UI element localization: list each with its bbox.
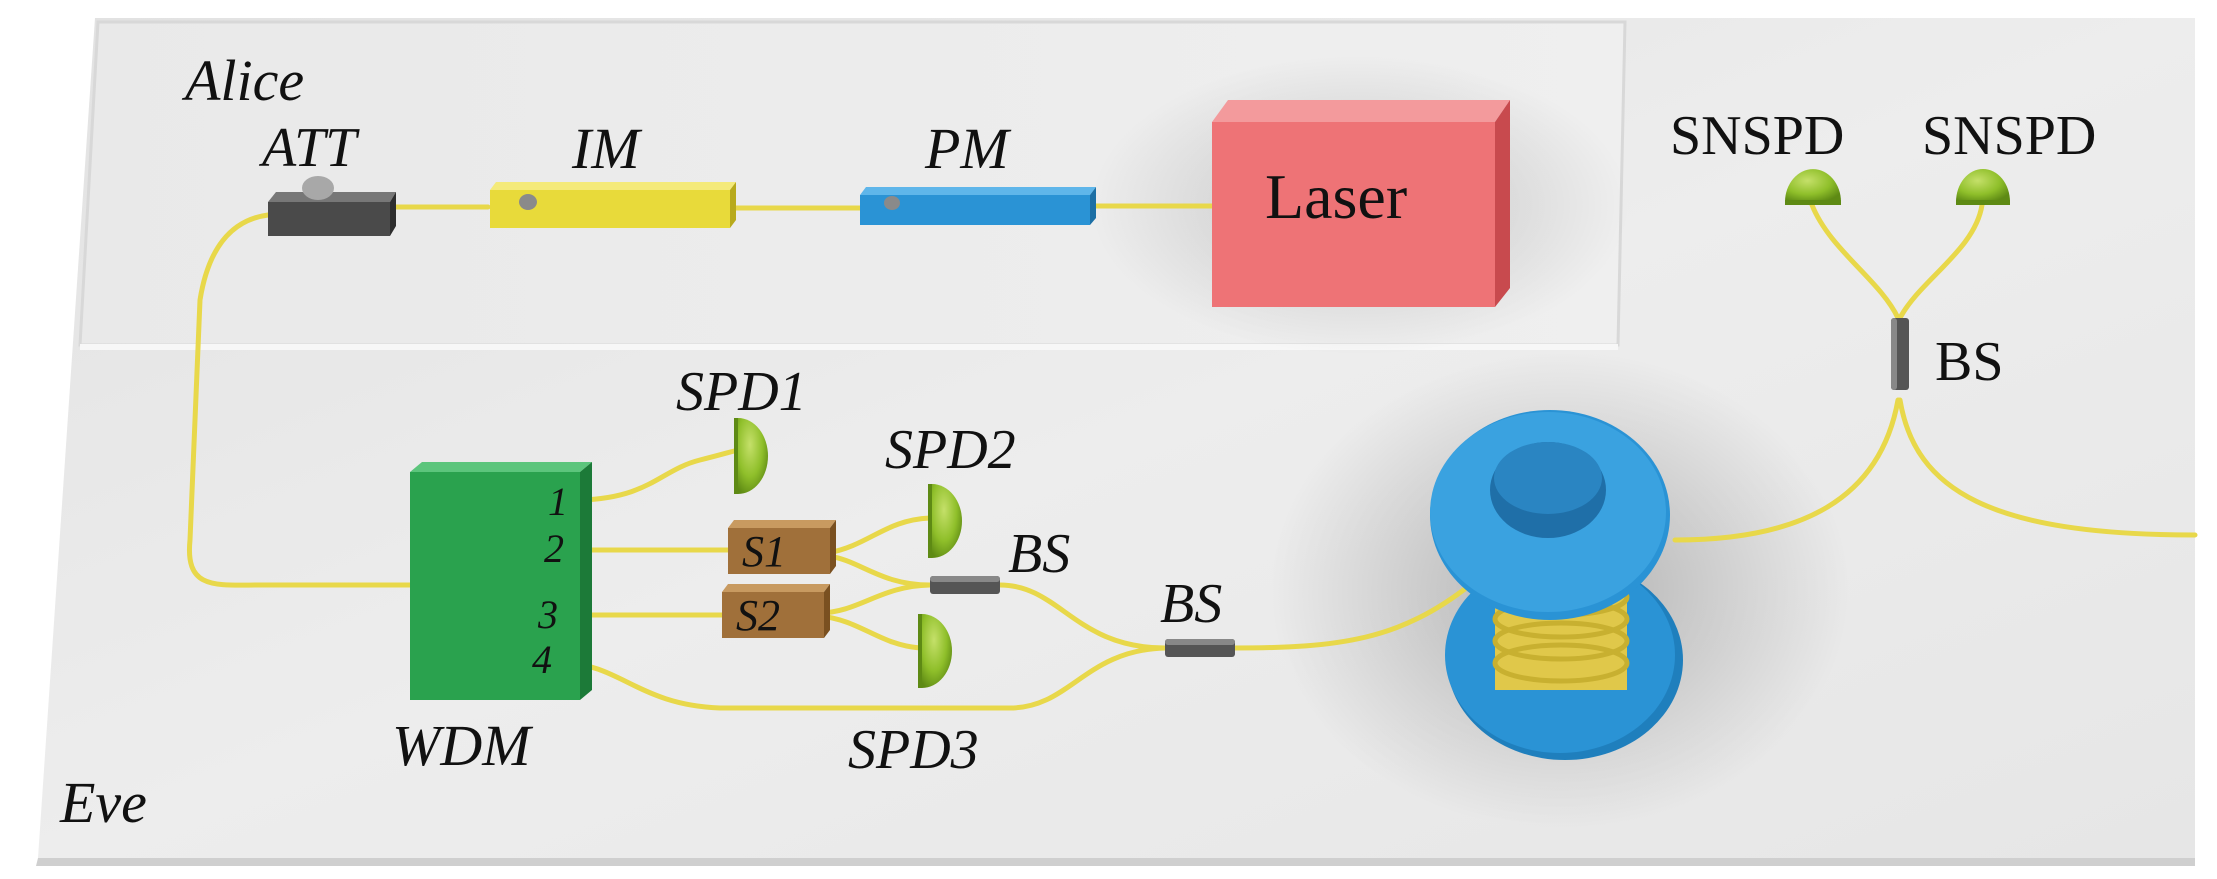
bs-upper-label: BS [1008,523,1070,585]
fiber-bsupper-bslower [997,582,1168,651]
att-attenuator [268,176,396,236]
wdm-port-2-label: 2 [544,526,564,571]
platform-edge [36,858,2195,866]
fiber-spool [1430,410,1683,760]
fiber-port4-bslower [563,645,1168,711]
wdm-block [410,462,592,700]
bob-bs-coupler [1891,318,1909,390]
spd2-detector [928,484,962,558]
bob-bs-label: BS [1935,331,2004,393]
spd3-detector [918,614,952,688]
s2-switch [722,584,830,638]
laser-label: Laser [1265,161,1407,232]
wdm-label: WDM [392,713,533,778]
fiber-s2-spd3 [817,613,923,651]
s1-switch [728,520,836,574]
snspd-right-detector [1956,169,2010,205]
bs-lower-label: BS [1160,573,1222,635]
im-label: IM [571,116,642,181]
wdm-port-4-label: 4 [532,637,552,682]
fiber-s1-spd2 [825,515,933,556]
fiber-bob-snspd-right [1897,202,1985,321]
pm-label: PM [924,116,1011,181]
fiber-att-wdm [186,212,428,588]
spd3-label: SPD3 [848,719,979,781]
s1-label: S1 [742,527,786,576]
fiber-bob-exit [1897,397,2198,538]
wdm-port-1-label: 1 [548,479,568,524]
fiber-bslower-spool [1231,582,1473,651]
snspd-left-label: SNSPD [1670,105,1844,167]
im-modulator [490,182,736,228]
att-label: ATT [258,117,360,179]
snspd-left-detector [1785,169,1841,205]
bs-upper-coupler [930,576,1000,594]
fiber-spool-bob [1672,397,1901,543]
spd1-label: SPD1 [676,361,807,423]
pm-modulator [860,187,1096,225]
fiber-port1-spd1 [577,447,741,503]
spd2-label: SPD2 [885,419,1016,481]
alice-label: Alice [181,48,304,113]
wdm-port-3-label: 3 [537,592,558,637]
spd1-detector [734,418,768,494]
eve-label: Eve [59,770,147,835]
bs-lower-coupler [1165,639,1235,657]
fiber-bob-snspd-left [1809,202,1901,321]
snspd-right-label: SNSPD [1922,105,2096,167]
s2-label: S2 [736,591,780,640]
laser-box [1212,100,1510,307]
fiber-s2-bsupper [817,582,933,616]
